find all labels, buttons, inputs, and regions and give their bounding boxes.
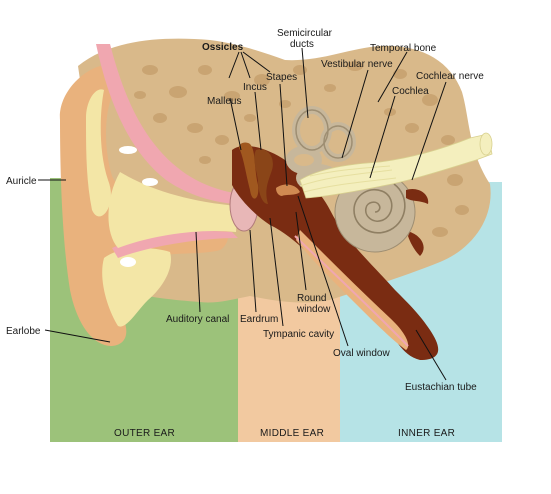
region-label-inner-ear: INNER EAR xyxy=(398,428,455,439)
label-oval-window: Oval window xyxy=(333,348,390,359)
malleus-shape xyxy=(238,142,259,199)
label-round-window-line1: Round xyxy=(297,293,326,304)
label-eardrum: Eardrum xyxy=(240,314,278,325)
label-malleus: Malleus xyxy=(207,96,241,107)
incus-shape xyxy=(254,149,273,204)
label-ossicles: Ossicles xyxy=(202,42,244,53)
stapes-shape xyxy=(276,184,300,196)
label-auditory-canal: Auditory canal xyxy=(166,314,229,325)
label-stapes: Stapes xyxy=(266,72,297,83)
nerve-end xyxy=(479,132,493,156)
canal-wax-spots xyxy=(119,146,158,267)
middle-ear-region xyxy=(238,290,340,442)
semicircular-canals-inner xyxy=(295,109,353,159)
auditory-canal-lower-band xyxy=(112,230,238,258)
region-label-outer-ear: OUTER EAR xyxy=(114,428,175,439)
leader-lines xyxy=(38,47,447,381)
nerve-fibers xyxy=(299,165,397,193)
cochlea-dark-bone xyxy=(406,188,429,256)
nerve-bundle xyxy=(299,133,493,199)
cochlea-spiral xyxy=(353,183,406,234)
label-cochlea: Cochlea xyxy=(392,86,429,97)
bone-texture xyxy=(134,61,469,237)
eustachian-tube-lining xyxy=(294,235,409,347)
label-semicircular-ducts-line2: ducts xyxy=(290,39,314,50)
auditory-canal-upper-band xyxy=(96,44,240,204)
label-incus: Incus xyxy=(243,82,267,93)
label-semicircular-ducts-line1: Semicircular xyxy=(277,28,333,39)
label-earlobe: Earlobe xyxy=(6,326,41,337)
earlobe-cartilage xyxy=(102,248,171,327)
label-cochlear-nerve: Cochlear nerve xyxy=(416,71,484,82)
auditory-canal-lumen xyxy=(108,172,238,248)
label-round-window-line2: window xyxy=(296,304,331,315)
label-eustachian-tube: Eustachian tube xyxy=(405,382,477,393)
label-temporal-bone: Temporal bone xyxy=(370,43,437,54)
label-auricle: Auricle xyxy=(6,176,37,187)
tympanic-cavity-shape xyxy=(232,145,439,360)
region-label-middle-ear: MIDDLE EAR xyxy=(260,428,324,439)
label-tympanic-cavity: Tympanic cavity xyxy=(263,329,334,340)
auricle-inner-fold xyxy=(86,89,111,217)
label-vestibular-nerve: Vestibular nerve xyxy=(321,59,393,70)
